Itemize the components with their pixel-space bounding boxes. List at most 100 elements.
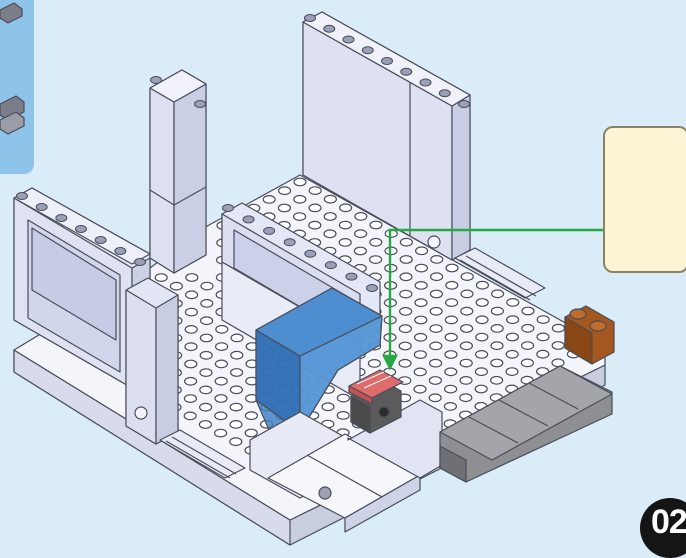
stud [460, 324, 474, 333]
stud [278, 186, 292, 196]
stud [199, 368, 213, 378]
stud [308, 220, 322, 230]
stud [369, 237, 383, 247]
stud [475, 315, 489, 325]
stud [293, 194, 307, 204]
wall-stud [263, 226, 276, 235]
parts-panel-pieces [0, 2, 25, 135]
stud [293, 212, 307, 222]
stud [475, 332, 489, 342]
stud [491, 289, 505, 299]
stud [184, 325, 198, 334]
stud [262, 194, 276, 204]
stud [244, 411, 258, 421]
stud [490, 341, 504, 351]
stud [353, 246, 367, 256]
stud [169, 281, 183, 291]
stud [429, 358, 443, 368]
stud [490, 324, 504, 333]
stud [444, 367, 458, 377]
stud [444, 350, 458, 359]
stud [414, 281, 428, 290]
stud [414, 332, 428, 342]
wall-stud [134, 258, 146, 266]
wall-studs [16, 14, 470, 292]
stud [200, 281, 214, 291]
stud [444, 315, 458, 325]
wall-stud [114, 247, 127, 255]
stud [369, 220, 383, 230]
wall-stud [304, 249, 317, 258]
stud [413, 384, 427, 394]
wall-stud [366, 284, 378, 292]
stud [183, 411, 197, 421]
guide-arrows [382, 228, 604, 371]
stud [415, 246, 429, 256]
stud [414, 298, 428, 308]
stud [399, 272, 413, 282]
stud [339, 203, 353, 213]
stud [354, 229, 368, 239]
stud [214, 376, 228, 386]
stud [444, 384, 458, 394]
wall-stud [16, 192, 28, 200]
stud [505, 349, 519, 359]
stud [399, 237, 413, 247]
stud [277, 203, 291, 213]
stud [399, 289, 413, 299]
wall-stud [324, 261, 337, 270]
stud [428, 393, 442, 403]
stud [229, 437, 243, 447]
wall-stud [75, 225, 87, 233]
grille-tiles [159, 247, 546, 479]
stud [323, 229, 337, 239]
stud [199, 350, 213, 360]
stud [214, 359, 228, 369]
stud [230, 368, 244, 377]
stud [184, 307, 198, 317]
stud [475, 350, 489, 359]
stud [369, 255, 383, 265]
left-tall-pillar [149, 69, 207, 274]
wall-stud [361, 46, 374, 55]
stud [551, 323, 566, 333]
wall-stud [323, 24, 336, 33]
stud [474, 367, 488, 377]
stud [429, 289, 443, 299]
wall-stud [458, 100, 470, 108]
stud [444, 332, 458, 342]
stud [490, 306, 504, 316]
stud [308, 186, 322, 196]
stud [367, 359, 381, 368]
stud [536, 315, 550, 325]
wall-stud [35, 203, 48, 211]
stud [336, 393, 350, 403]
stud [185, 290, 199, 300]
stud [429, 341, 443, 351]
stud [520, 358, 535, 368]
stud [460, 289, 474, 299]
left-pillar-front [125, 277, 179, 445]
stud [321, 402, 335, 412]
parts-panel [0, 0, 34, 174]
stud [459, 341, 473, 351]
stud [199, 333, 213, 343]
stud [459, 358, 473, 368]
stud [521, 323, 535, 333]
stud [215, 342, 229, 352]
stud [244, 428, 258, 438]
stud [323, 194, 337, 204]
part-callout [603, 126, 686, 273]
stud [505, 367, 519, 377]
stud [398, 358, 412, 368]
wall-stud [94, 236, 107, 244]
stud [505, 332, 520, 342]
wall-stud [381, 57, 393, 65]
stud [536, 332, 550, 342]
wall-stud [150, 76, 162, 84]
stud [185, 273, 199, 282]
stud [428, 376, 442, 385]
wall-stud [419, 78, 432, 87]
wall-stud [438, 89, 451, 98]
